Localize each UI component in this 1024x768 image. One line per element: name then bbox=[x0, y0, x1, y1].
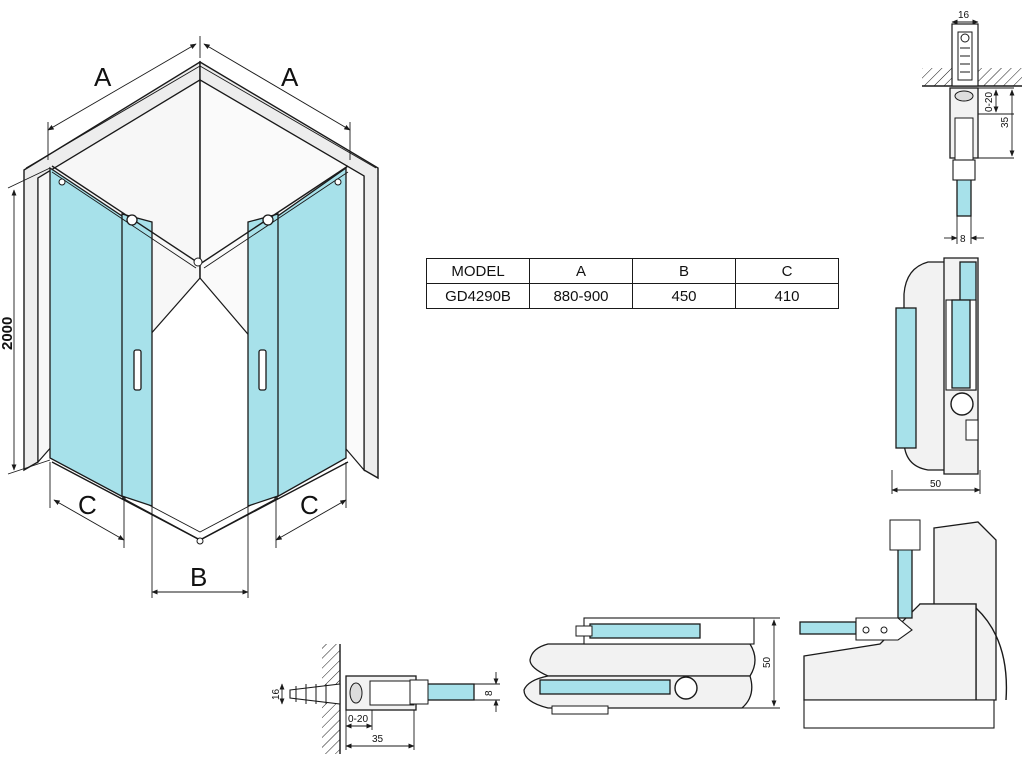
bottom-detail-glass: 8 bbox=[484, 690, 495, 696]
spec-cell-b: 450 bbox=[632, 283, 736, 309]
dim-c-right: C bbox=[300, 490, 319, 520]
left-door-handle-icon bbox=[133, 349, 142, 391]
bottom-detail-depth: 35 bbox=[372, 734, 384, 745]
roller-wheel-icon bbox=[674, 676, 698, 700]
bottom-roller-height: 50 bbox=[762, 656, 773, 668]
right-door-handle-icon bbox=[258, 349, 267, 391]
fixing-icon bbox=[196, 537, 204, 545]
spec-cell-c: 410 bbox=[735, 283, 839, 309]
table-row: GD4290B 880-900 450 410 bbox=[426, 283, 839, 309]
right-fixed-glass bbox=[274, 166, 347, 500]
bottom-detail-adjust: 0-20 bbox=[348, 714, 368, 725]
dim-c-left: C bbox=[78, 490, 97, 520]
right-detail-width: 50 bbox=[930, 479, 942, 490]
spec-header-c: C bbox=[735, 258, 839, 284]
dim-height: 2000 bbox=[0, 317, 16, 350]
spec-header-b: B bbox=[632, 258, 736, 284]
bottom-detail-width: 16 bbox=[271, 688, 282, 700]
spec-cell-a: 880-900 bbox=[529, 283, 633, 309]
dim-a-right: A bbox=[281, 62, 299, 92]
left-fixed-glass bbox=[49, 166, 126, 500]
spec-cell-model: GD4290B bbox=[426, 283, 530, 309]
detail-roller-section-right: 50 bbox=[891, 257, 981, 494]
fixing-icon bbox=[334, 178, 342, 186]
dim-b: B bbox=[190, 562, 207, 592]
dim-a-left: A bbox=[94, 62, 112, 92]
spec-table-header-row: MODEL A B C bbox=[426, 258, 839, 284]
top-detail-width: 16 bbox=[958, 10, 970, 21]
fixing-icon bbox=[193, 257, 203, 267]
roller-wheel-icon bbox=[950, 392, 974, 416]
detail-roller-section-bottom: 50 bbox=[523, 617, 780, 715]
roller-icon bbox=[126, 214, 138, 226]
detail-corner-junction bbox=[799, 519, 1008, 729]
spec-header-a: A bbox=[529, 258, 633, 284]
top-detail-adjust: 0-20 bbox=[984, 92, 995, 112]
top-detail-depth: 35 bbox=[1000, 116, 1011, 128]
fixing-icon bbox=[58, 178, 66, 186]
roller-icon bbox=[262, 214, 274, 226]
spec-header-model: MODEL bbox=[426, 258, 530, 284]
top-detail-glass: 8 bbox=[960, 234, 966, 245]
main-isometric-view: A A 2000 C C B bbox=[0, 36, 379, 598]
detail-wall-profile-bottom: 16 8 0-20 35 bbox=[271, 644, 500, 754]
spec-table: MODEL A B C GD4290B 880-900 450 410 bbox=[426, 258, 839, 309]
detail-wall-profile-top: 16 0-20 35 8 bbox=[922, 10, 1022, 245]
